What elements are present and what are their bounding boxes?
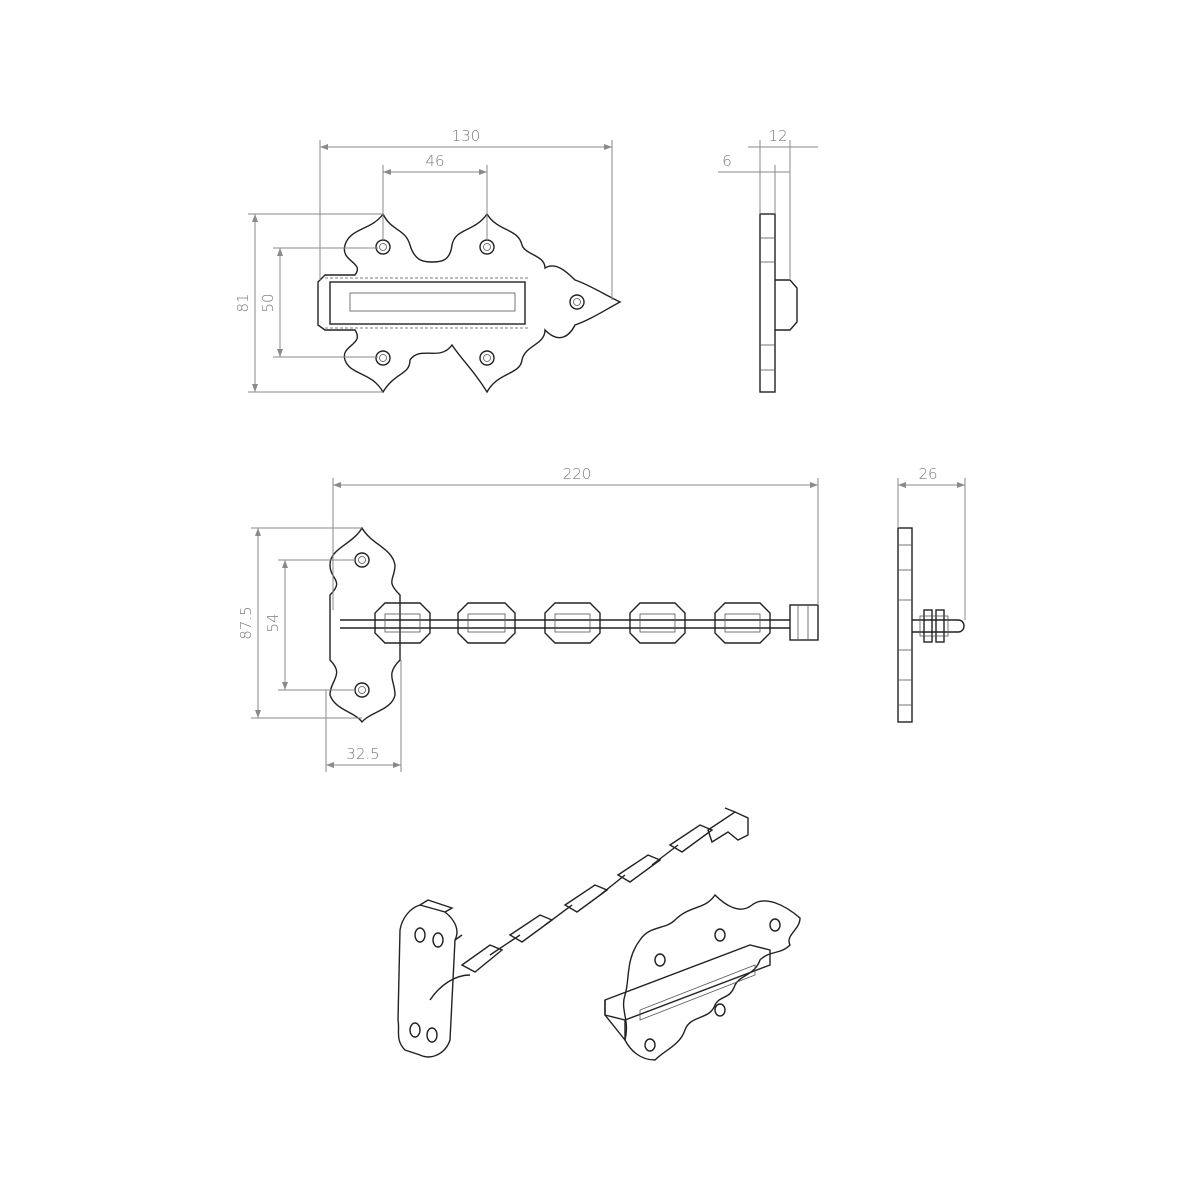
dim-chain-depth: 26 — [918, 465, 937, 483]
dim-chain-plate-height: 87.5 — [237, 606, 255, 639]
dim-strike-hole-vertical: 50 — [259, 293, 277, 312]
dim-chain-plate-width: 32.5 — [346, 745, 379, 763]
dim-strike-depth: 12 — [768, 127, 787, 145]
strike-side-view — [718, 140, 818, 393]
strike-plate-front-view — [317, 212, 622, 394]
dim-chain-hole-spacing: 54 — [264, 613, 282, 632]
dim-strike-width: 130 — [452, 127, 481, 145]
dim-strike-plate-thickness: 6 — [722, 152, 732, 170]
chain-side-view — [897, 478, 966, 723]
chain-front-view — [329, 526, 819, 724]
strike-dimensions — [248, 140, 613, 393]
dim-strike-height: 81 — [234, 293, 252, 312]
chain-links — [374, 602, 771, 644]
dim-chain-length: 220 — [563, 465, 592, 483]
iso-chain-links — [460, 824, 714, 973]
chain-dimensions — [251, 478, 819, 772]
dim-strike-hole-spacing: 46 — [425, 152, 444, 170]
isometric-view — [397, 807, 801, 1061]
